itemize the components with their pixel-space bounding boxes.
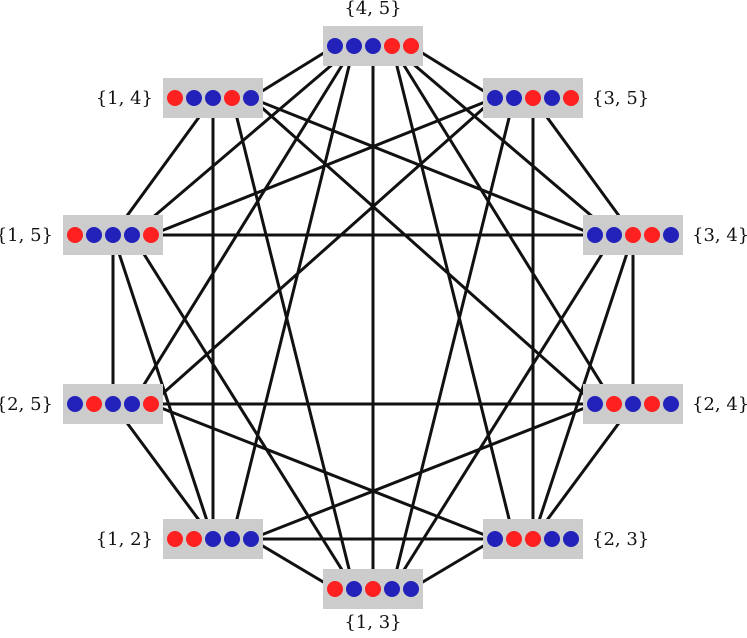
blue-dot	[205, 90, 221, 106]
node-n15: {1, 5}	[0, 215, 163, 255]
red-dot	[563, 90, 579, 106]
red-dot	[86, 396, 102, 412]
blue-dot	[563, 531, 579, 547]
node-label: {1, 4}	[96, 88, 153, 109]
red-dot	[525, 531, 541, 547]
edge-n45-n24	[390, 44, 616, 406]
edge-n34-n13	[390, 233, 616, 591]
edge-n45-n14	[249, 44, 337, 100]
blue-dot	[365, 38, 381, 54]
edge-n45-n35	[409, 44, 497, 100]
node-label: {3, 4}	[692, 225, 747, 246]
blue-dot	[384, 581, 400, 597]
blue-dot	[587, 227, 603, 243]
edge-n35-n15	[149, 96, 497, 237]
blue-dot	[346, 38, 362, 54]
blue-dot	[663, 396, 679, 412]
red-dot	[327, 581, 343, 597]
node-n35: {3, 5}	[483, 78, 649, 118]
red-dot	[143, 396, 159, 412]
blue-dot	[346, 581, 362, 597]
edge-n15-n13	[130, 233, 356, 591]
blue-dot	[86, 227, 102, 243]
edge-n45-n23	[390, 44, 516, 541]
red-dot	[403, 38, 419, 54]
blue-dot	[487, 90, 503, 106]
red-dot	[143, 227, 159, 243]
blue-dot	[587, 396, 603, 412]
red-dot	[644, 396, 660, 412]
edge-n45-n12	[230, 44, 356, 541]
blue-dot	[663, 227, 679, 243]
edge-n45-n25	[130, 44, 356, 406]
blue-dot	[243, 531, 259, 547]
node-n13: {1, 3}	[323, 569, 423, 633]
red-dot	[365, 581, 381, 597]
edge-n14-n34	[249, 96, 597, 237]
blue-dot	[124, 227, 140, 243]
red-dot	[186, 531, 202, 547]
red-dot	[167, 90, 183, 106]
node-n24: {2, 4}	[583, 384, 747, 424]
blue-dot	[327, 38, 343, 54]
edge-n24-n12	[249, 402, 597, 541]
red-dot	[644, 227, 660, 243]
red-dot	[167, 531, 183, 547]
blue-dot	[186, 90, 202, 106]
blue-dot	[105, 396, 121, 412]
blue-dot	[625, 396, 641, 412]
edge-n24-n23	[531, 402, 635, 541]
blue-dot	[544, 531, 560, 547]
blue-dot	[124, 396, 140, 412]
blue-dot	[403, 581, 419, 597]
red-dot	[525, 90, 541, 106]
blue-dot	[205, 531, 221, 547]
node-n34: {3, 4}	[583, 215, 747, 255]
node-label: {2, 4}	[692, 394, 747, 415]
node-label: {1, 5}	[0, 225, 53, 246]
node-n12: {1, 2}	[96, 519, 263, 559]
blue-dot	[606, 227, 622, 243]
red-dot	[67, 227, 83, 243]
red-dot	[224, 90, 240, 106]
node-n14: {1, 4}	[96, 78, 263, 118]
red-dot	[606, 396, 622, 412]
red-dot	[625, 227, 641, 243]
edge-n35-n25	[149, 96, 497, 406]
blue-dot	[487, 531, 503, 547]
node-label: {4, 5}	[344, 0, 401, 19]
edge-n25-n23	[149, 402, 497, 541]
blue-dot	[544, 90, 560, 106]
node-n45: {4, 5}	[323, 0, 423, 66]
blue-dot	[224, 531, 240, 547]
red-dot	[384, 38, 400, 54]
blue-dot	[105, 227, 121, 243]
node-n23: {2, 3}	[483, 519, 649, 559]
node-label: {2, 5}	[0, 394, 53, 415]
edge-n14-n24	[249, 96, 597, 406]
node-n25: {2, 5}	[0, 384, 163, 424]
node-label: {3, 5}	[592, 88, 649, 109]
node-label: {2, 3}	[592, 529, 649, 550]
edge-n12-n13	[249, 537, 337, 591]
node-label: {1, 2}	[96, 529, 153, 550]
blue-dot	[506, 90, 522, 106]
edge-n14-n15	[111, 96, 215, 237]
node-label: {1, 3}	[344, 612, 401, 633]
edges-layer	[111, 44, 635, 591]
red-dot	[506, 531, 522, 547]
blue-dot	[67, 396, 83, 412]
edge-n35-n34	[531, 96, 635, 237]
edge-n25-n12	[111, 402, 215, 541]
edge-n23-n13	[409, 537, 497, 591]
blue-dot	[243, 90, 259, 106]
